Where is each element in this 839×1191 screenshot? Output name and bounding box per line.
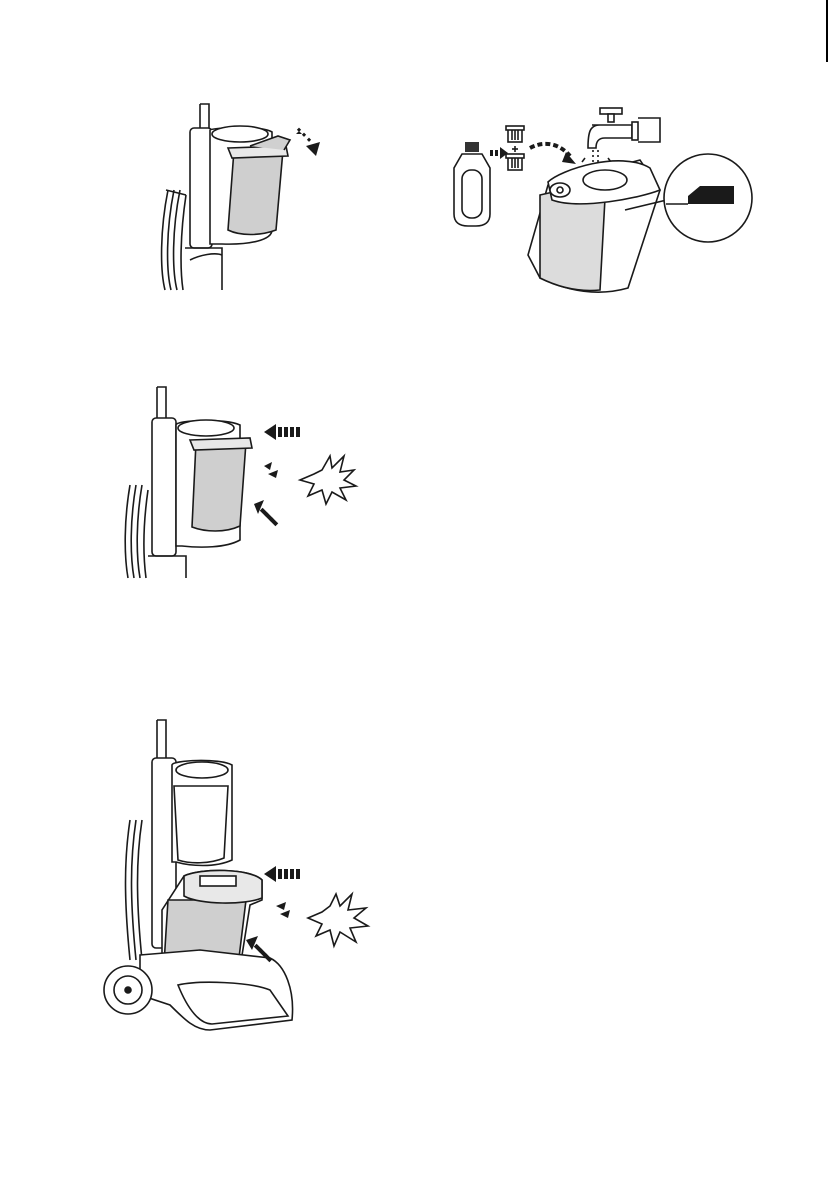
measuring-cap-icon [506,126,524,170]
figure-fill-tank [454,108,752,292]
figure-remove-tank [162,104,320,290]
click-burst-icon [300,456,356,504]
figure-reinsert-dirty-tank [104,720,368,1030]
push-arrow-icon [254,424,300,526]
figure-reinsert-clean-tank [125,387,356,578]
click-burst-icon [308,894,368,946]
arrow-outward-icon [296,128,320,156]
detergent-bottle-icon [454,142,490,226]
